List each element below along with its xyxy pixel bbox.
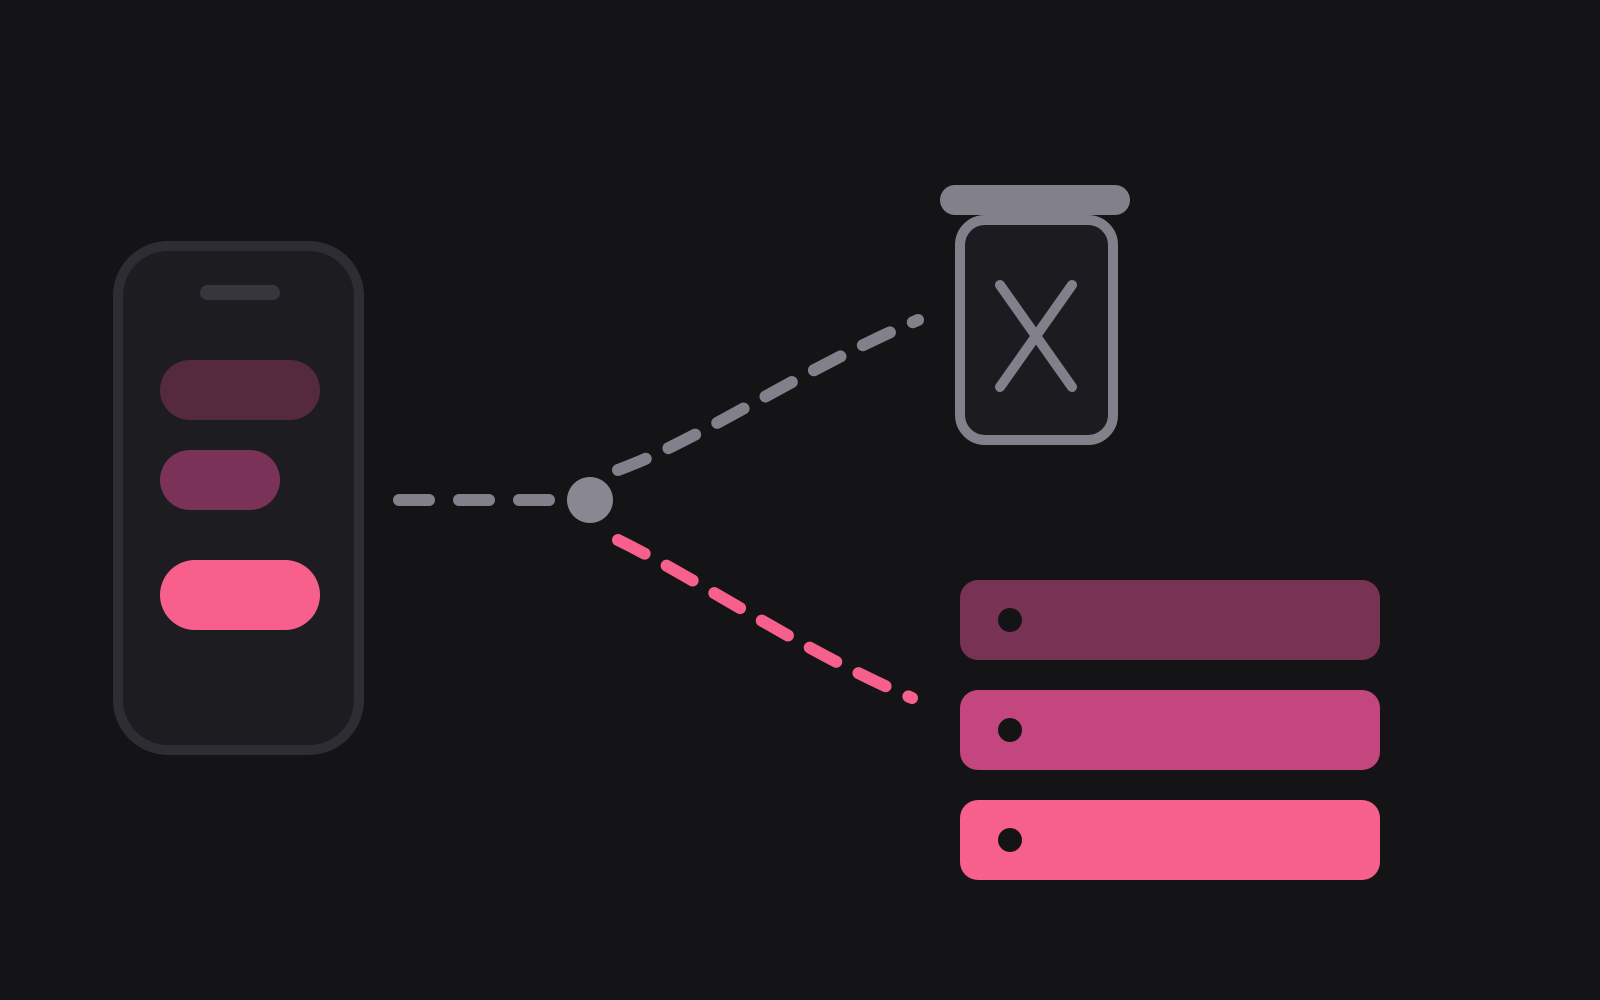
list-row-dot bbox=[998, 718, 1022, 742]
hub-node-icon bbox=[567, 477, 613, 523]
phone-pill-2 bbox=[160, 450, 280, 510]
phone-pill-1 bbox=[160, 360, 320, 420]
phone-icon bbox=[113, 241, 364, 755]
list-row-dot bbox=[998, 828, 1022, 852]
phone-pill-3 bbox=[160, 560, 320, 630]
list-row-bar bbox=[960, 800, 1380, 880]
list-rows bbox=[960, 580, 1380, 880]
list-row-dot bbox=[998, 608, 1022, 632]
hub-to-bin-connector bbox=[612, 314, 924, 476]
list-row bbox=[960, 690, 1380, 770]
list-row-bar bbox=[960, 690, 1380, 770]
list-row bbox=[960, 580, 1380, 660]
hub-to-list-connector bbox=[612, 534, 918, 704]
trash-bin-icon bbox=[940, 185, 1130, 445]
phone-notch bbox=[200, 285, 280, 300]
bin-lid bbox=[940, 185, 1130, 215]
x-mark-icon bbox=[995, 280, 1077, 392]
list-row bbox=[960, 800, 1380, 880]
list-row-bar bbox=[960, 580, 1380, 660]
